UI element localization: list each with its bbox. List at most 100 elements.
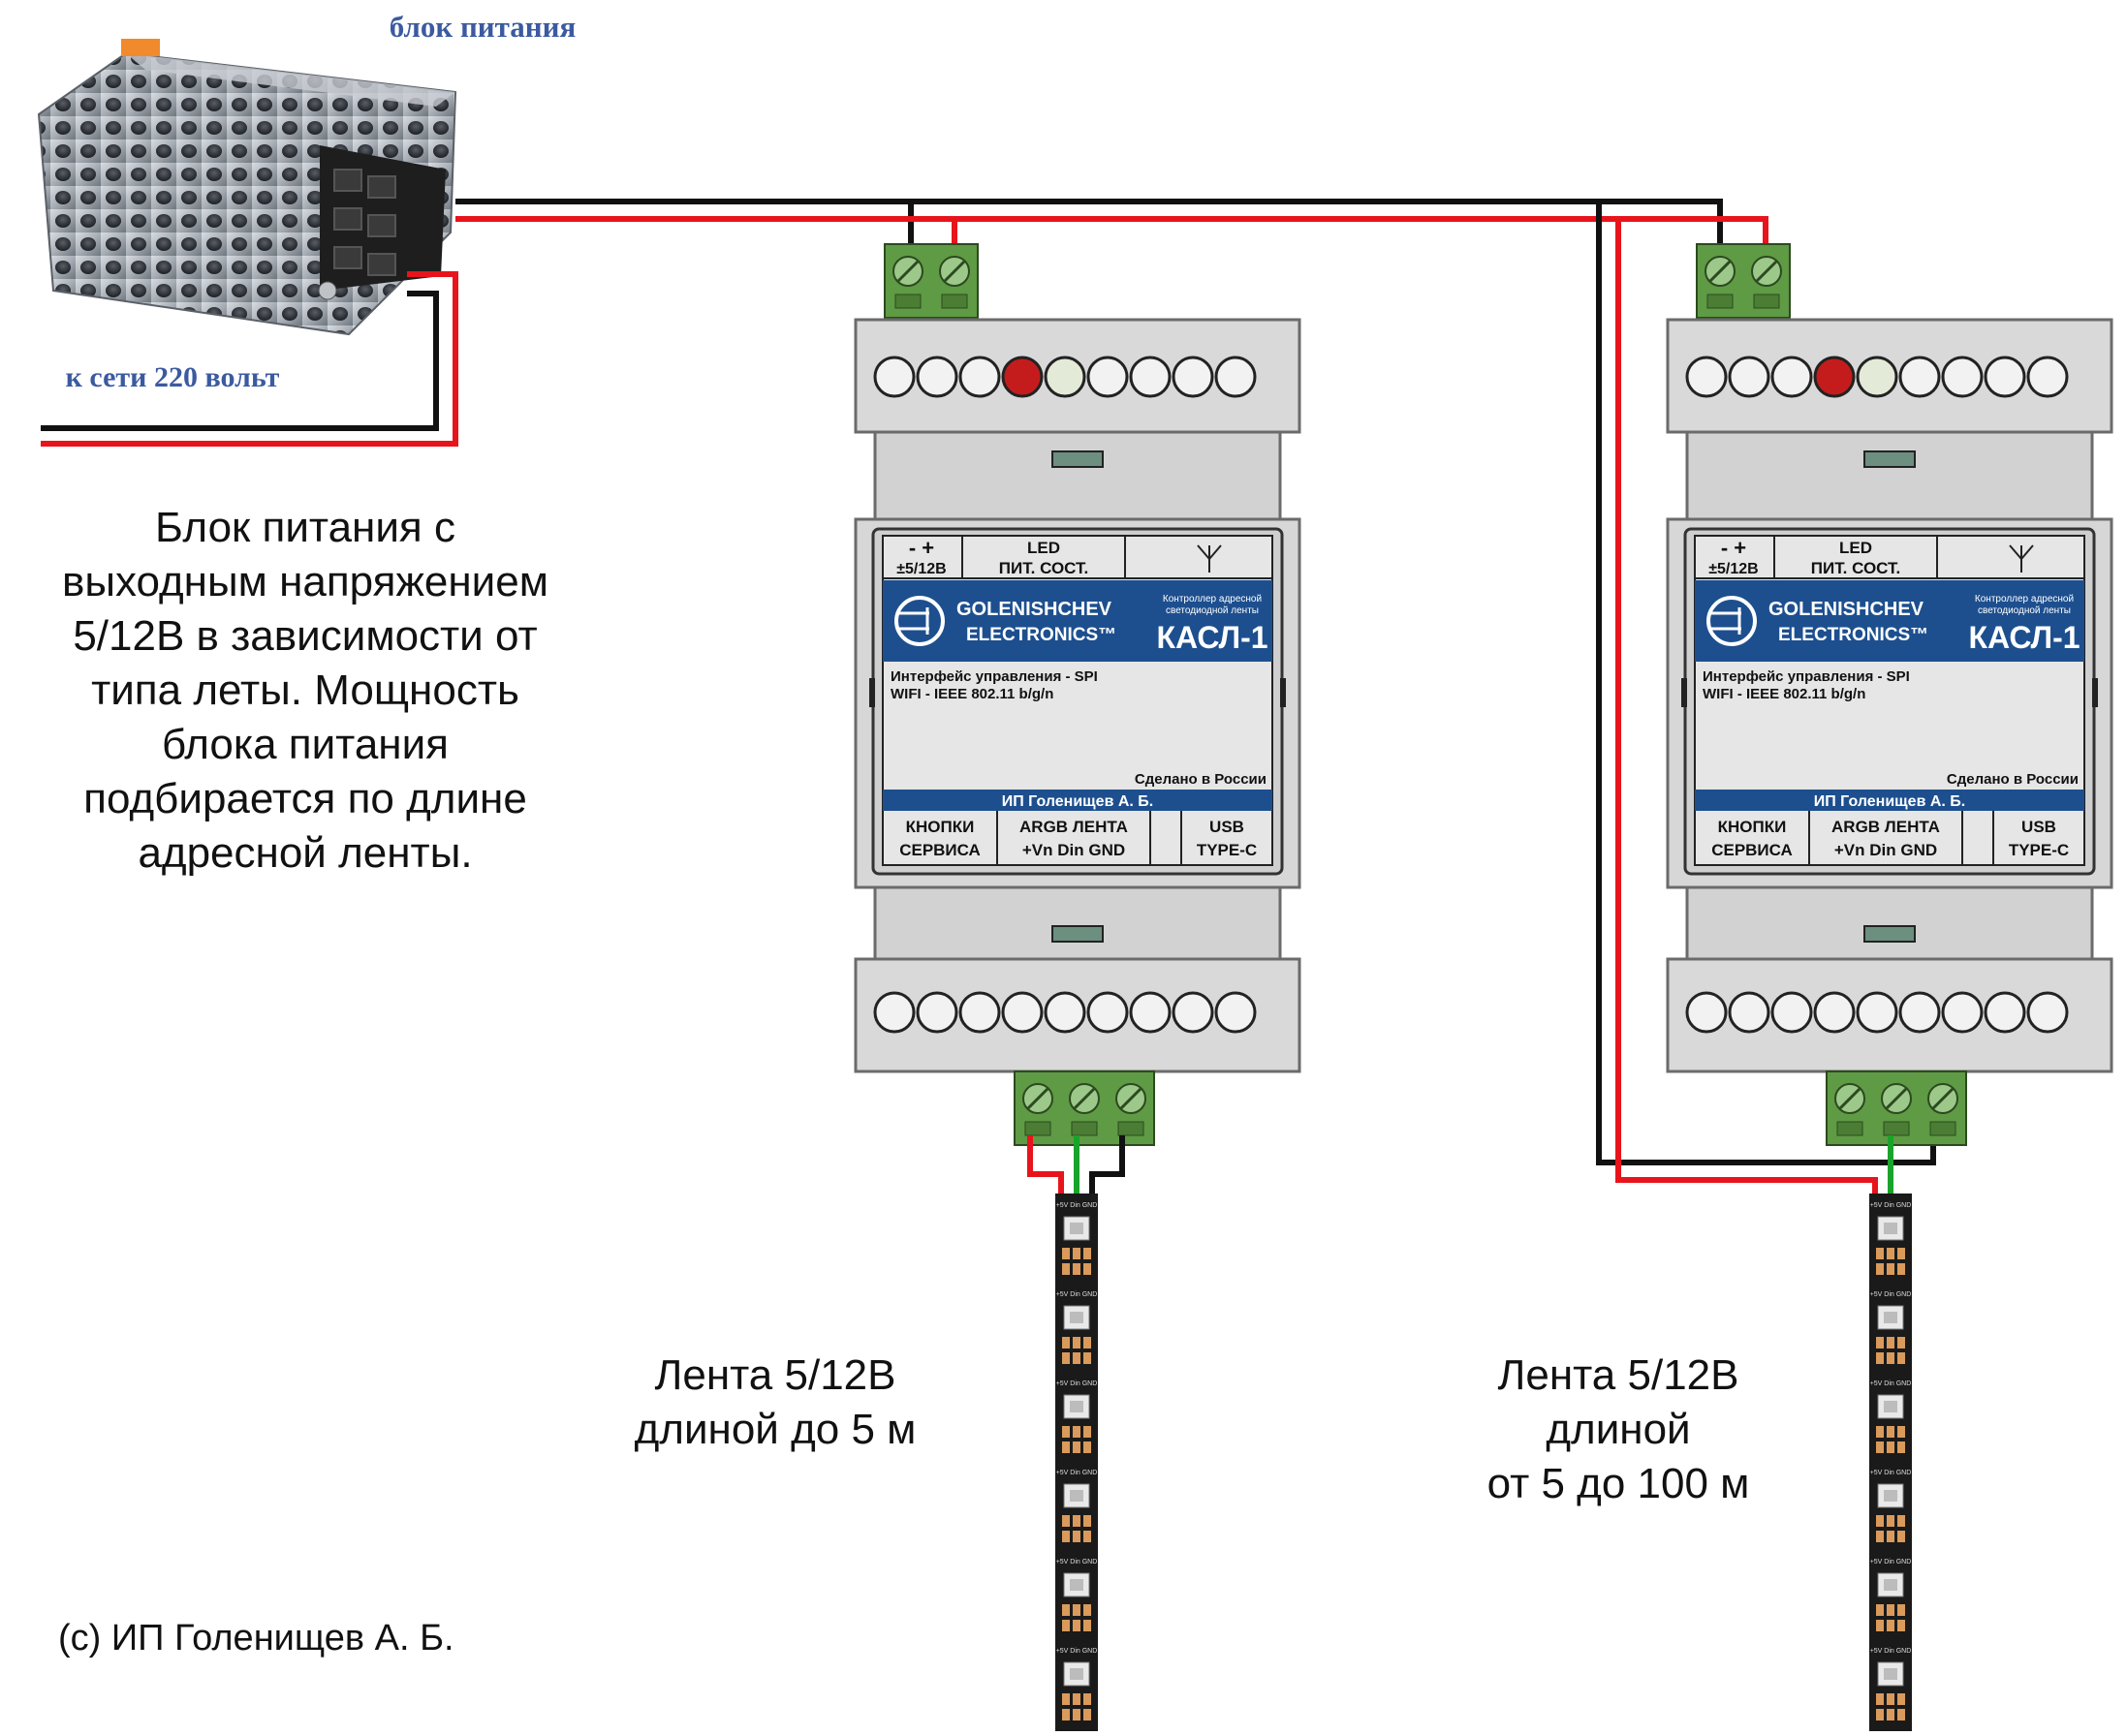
resistor-pad: [1897, 1337, 1905, 1348]
resistor-pad: [1083, 1352, 1091, 1364]
resistor-pad: [1887, 1248, 1894, 1259]
resistor-pad: [1887, 1442, 1894, 1453]
led-chip-die: [1884, 1490, 1897, 1502]
terminal-hole: [916, 991, 958, 1034]
strip-pin-label: +5V Din GND: [1056, 1380, 1098, 1387]
output-terminal-opening: [1929, 1121, 1956, 1136]
resistor-pad: [1073, 1426, 1080, 1438]
argb-label-line1: ARGB ЛЕНТА: [1019, 818, 1128, 836]
strip-short-caption-line1: Лента 5/12В: [654, 1351, 896, 1399]
terminal-hole: [1941, 991, 1984, 1034]
terminal-hole: [1086, 991, 1129, 1034]
output-screw-slot: [1885, 1087, 1908, 1110]
strip-long-caption-line2: длиной: [1546, 1406, 1691, 1453]
resistor-pad: [1062, 1531, 1070, 1542]
brand-logo-icon: [1706, 596, 1757, 646]
resistor-pad: [1073, 1693, 1080, 1705]
led-chip-die: [1070, 1401, 1083, 1412]
din-latch-bottom: [1863, 925, 1916, 943]
resistor-pad: [1073, 1604, 1080, 1616]
power-screw-slot: [896, 260, 920, 283]
resistor-pad: [1062, 1515, 1070, 1527]
strip-pin-label: +5V Din GND: [1056, 1559, 1098, 1566]
terminal-hole: [1984, 991, 2026, 1034]
terminal-hole: [1770, 356, 1813, 398]
buttons-label-line1: КНОПКИ: [1718, 818, 1787, 836]
resistor-pad: [1062, 1248, 1070, 1259]
led-strip-short: +5V Din GND +5V Din GND +5V Din GND +5V Din…: [1055, 1194, 1098, 1731]
resistor-pad: [1062, 1263, 1070, 1275]
resistor-pad: [1876, 1442, 1884, 1453]
resistor-pad: [1083, 1515, 1091, 1527]
din-latch-top: [1051, 450, 1104, 468]
power-polarity-label: - +: [909, 536, 934, 560]
led-chip-die: [1884, 1312, 1897, 1323]
side-clip: [1280, 678, 1286, 707]
housing-shoulder-bottom: [873, 885, 1282, 961]
argb-label-line1: ARGB ЛЕНТА: [1831, 818, 1940, 836]
resistor-pad: [1876, 1515, 1884, 1527]
resistor-pad: [1876, 1531, 1884, 1542]
resistor-pad: [1062, 1709, 1070, 1720]
resistor-pad: [1897, 1515, 1905, 1527]
resistor-pad: [1887, 1515, 1894, 1527]
resistor-pad: [1876, 1426, 1884, 1438]
terminal-hole: [1129, 356, 1172, 398]
maker-label: ИП Голенищев А. Б.: [1814, 793, 1966, 810]
power-screw-slot: [1755, 260, 1778, 283]
terminal-hole: [1044, 991, 1086, 1034]
resistor-pad: [1897, 1352, 1905, 1364]
strip-body: [1869, 1194, 1912, 1731]
resistor-pad: [1876, 1693, 1884, 1705]
din-latch-bottom: [1051, 925, 1104, 943]
resistor-pad: [1897, 1531, 1905, 1542]
strip-pin-label: +5V Din GND: [1056, 1648, 1098, 1655]
buttons-label-line1: КНОПКИ: [906, 818, 975, 836]
usb-label-line2: TYPE-C: [1197, 841, 1257, 859]
resistor-pad: [1062, 1442, 1070, 1453]
resistor-pad: [1073, 1442, 1080, 1453]
resistor-pad: [1897, 1263, 1905, 1275]
power-voltage-label: ±5/12В: [896, 561, 946, 577]
made-in-label: Сделано в России: [1947, 771, 2079, 788]
terminal-hole: [873, 356, 916, 398]
resistor-pad: [1062, 1604, 1070, 1616]
mains-wires: [41, 271, 458, 447]
terminal-hole: [1728, 356, 1770, 398]
resistor-pad: [1876, 1620, 1884, 1631]
led-strip-long: +5V Din GND+5V Din GND+5V Din GND+5V Din…: [1869, 1194, 1912, 1731]
resistor-pad: [1062, 1352, 1070, 1364]
resistor-pad: [1073, 1620, 1080, 1631]
power-supply-description-text: Блок питания с выходным напряжением 5/12…: [62, 504, 548, 877]
usb-label-line2: TYPE-C: [2009, 841, 2069, 859]
resistor-pad: [1876, 1352, 1884, 1364]
terminal-hole: [1685, 991, 1728, 1034]
mains-label: к сети 220 вольт: [66, 361, 280, 393]
side-clip: [1681, 678, 1687, 707]
maker-band: [1695, 790, 2084, 811]
resistor-pad: [1876, 1263, 1884, 1275]
resistor-pad: [1876, 1248, 1884, 1259]
strip-pin-label: +5V Din GND: [1870, 1202, 1912, 1209]
made-in-label: Сделано в России: [1135, 771, 1267, 788]
power-supply-top-edge: [126, 53, 455, 107]
side-clip: [869, 678, 875, 707]
terminal-hole: [1214, 356, 1257, 398]
power-terminal-opening: [1753, 294, 1780, 309]
resistor-pad: [1887, 1604, 1894, 1616]
power-supply-title: блок питания: [390, 10, 577, 44]
copyright: (c) ИП Голенищев А. Б.: [58, 1618, 454, 1658]
led-chip-die: [1884, 1579, 1897, 1591]
resistor-pad: [1887, 1337, 1894, 1348]
terminal-hole: [1086, 356, 1129, 398]
resistor-pad: [1887, 1709, 1894, 1720]
led-title-label: LED: [1839, 539, 1872, 557]
strip-pin-label: +5V Din GND: [1056, 1470, 1098, 1476]
led-sub-label: ПИТ. СОСТ.: [999, 559, 1088, 577]
power-led-icon: [1813, 356, 1856, 398]
resistor-pad: [1062, 1693, 1070, 1705]
power-terminal-opening: [894, 294, 922, 309]
brand-logo-mark: [1708, 607, 1741, 635]
housing-shoulder-top: [1685, 430, 2094, 521]
